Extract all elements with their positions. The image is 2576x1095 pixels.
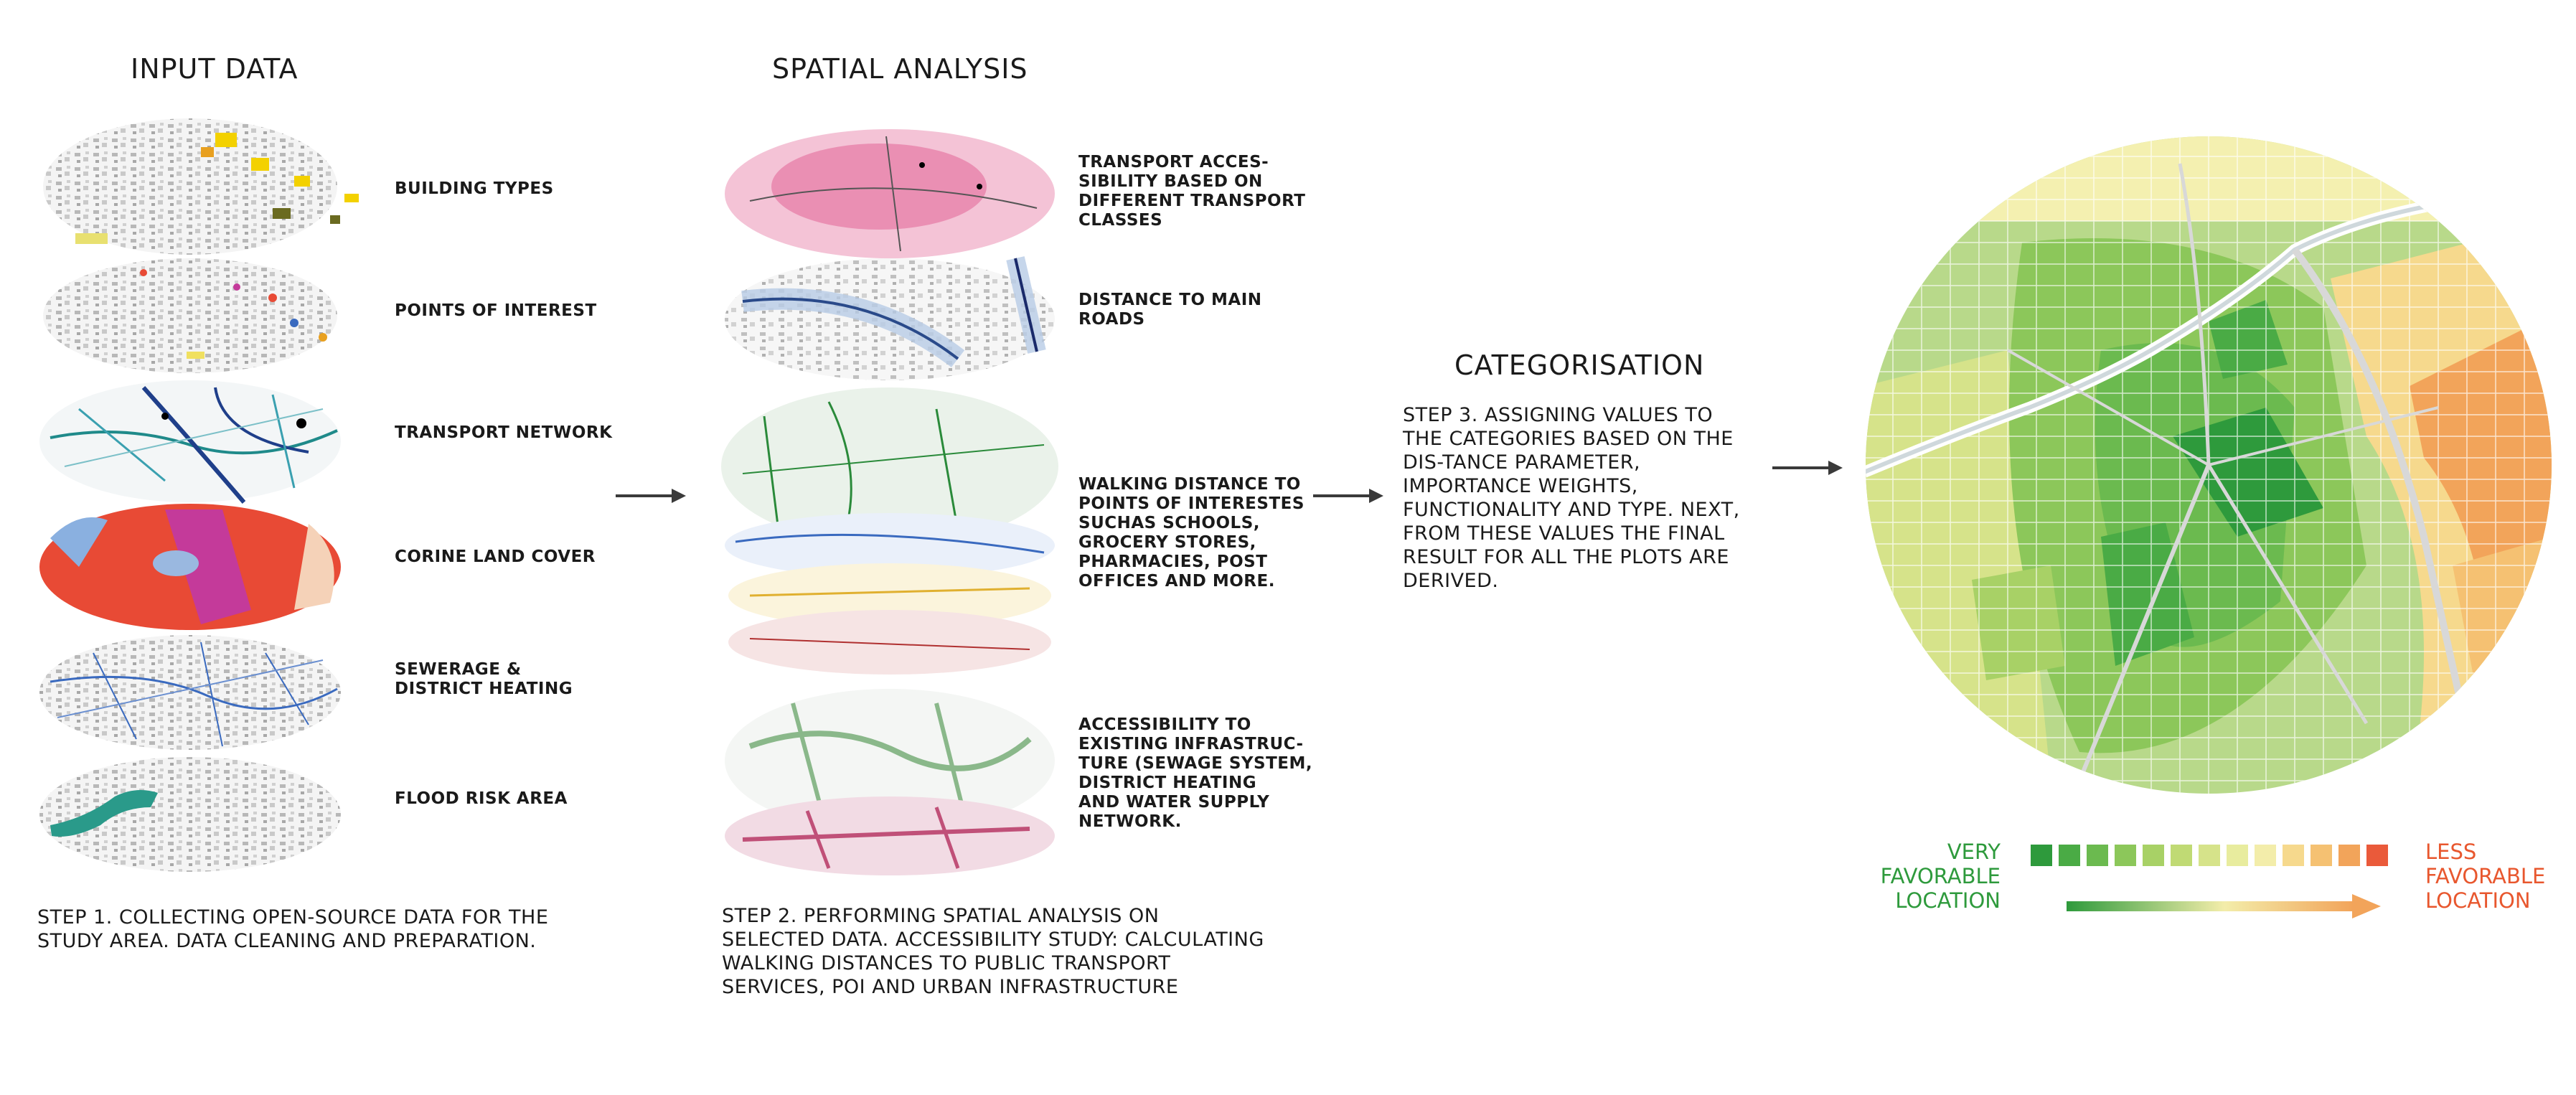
- legend-swatch: [2171, 845, 2192, 866]
- legend-swatch: [2227, 845, 2248, 866]
- arrow-3: [1772, 461, 1843, 475]
- layer-label-sewerage: SEWERAGE & DISTRICT HEATING: [395, 660, 573, 698]
- layer-label-corine-land-cover: CORINE LAND COVER: [395, 548, 596, 566]
- input-layers-graphic: [39, 118, 359, 872]
- legend-swatch: [2199, 845, 2220, 866]
- legend-swatch: [2338, 845, 2360, 866]
- legend-swatch: [2115, 845, 2136, 866]
- spatial-layers-graphic: [721, 129, 1058, 875]
- legend-swatch: [2031, 845, 2052, 866]
- step-2-text: STEP 2. PERFORMING SPATIAL ANALYSIS ON S…: [722, 905, 1264, 998]
- layer-label-distance-main-roads: DISTANCE TO MAIN ROADS: [1078, 291, 1262, 329]
- input-data-heading: INPUT DATA: [131, 53, 299, 85]
- legend-very-favorable-label: VERY FAVORABLE LOCATION: [1880, 840, 2001, 913]
- layer-label-building-types: BUILDING TYPES: [395, 179, 554, 198]
- main-roads-thumb: [725, 256, 1055, 380]
- legend-color-scale: [2031, 845, 2388, 866]
- transport-network-thumb: [39, 380, 341, 504]
- legend-swatch: [2366, 845, 2388, 866]
- legend-swatch: [2087, 845, 2108, 866]
- legend-gradient-arrow: [2067, 894, 2381, 918]
- legend-less-favorable-label: LESS FAVORABLE LOCATION: [2425, 840, 2546, 913]
- infrastructure-thumb: [725, 689, 1055, 875]
- spatial-analysis-heading: SPATIAL ANALYSIS: [772, 53, 1028, 85]
- arrow-2: [1313, 489, 1383, 503]
- layer-label-flood-risk: FLOOD RISK AREA: [395, 789, 568, 808]
- legend-swatch: [2311, 845, 2332, 866]
- legend-swatch: [2255, 845, 2276, 866]
- transport-accessibility-thumb: [725, 129, 1055, 258]
- walking-distance-thumb: [721, 387, 1058, 675]
- step-3-text: STEP 3. ASSIGNING VALUES TO THE CATEGORI…: [1403, 404, 1740, 592]
- legend-swatch: [2283, 845, 2304, 866]
- corine-land-cover-thumb: [39, 504, 341, 630]
- layer-label-transport-accessibility: TRANSPORT ACCES- SIBILITY BASED ON DIFFE…: [1078, 153, 1306, 230]
- arrow-1: [616, 489, 686, 503]
- legend-swatch: [2059, 845, 2080, 866]
- layer-label-transport-network: TRANSPORT NETWORK: [395, 423, 613, 442]
- legend-swatch: [2143, 845, 2164, 866]
- sewerage-thumb: [39, 635, 341, 750]
- flood-risk-thumb: [39, 757, 341, 872]
- layer-label-infrastructure: ACCESSIBILITY TO EXISTING INFRASTRUC- TU…: [1078, 715, 1313, 831]
- categorisation-heading: CATEGORISATION: [1454, 349, 1705, 381]
- layer-label-walking-distance: WALKING DISTANCE TO POINTS OF INTERESTES…: [1078, 475, 1305, 591]
- step-1-text: STEP 1. COLLECTING OPEN-SOURCE DATA FOR …: [37, 906, 549, 952]
- points-of-interest-thumb: [43, 258, 337, 373]
- layer-label-points-of-interest: POINTS OF INTEREST: [395, 301, 597, 320]
- building-types-thumb: [43, 118, 359, 255]
- result-suitability-map: [1866, 136, 2552, 794]
